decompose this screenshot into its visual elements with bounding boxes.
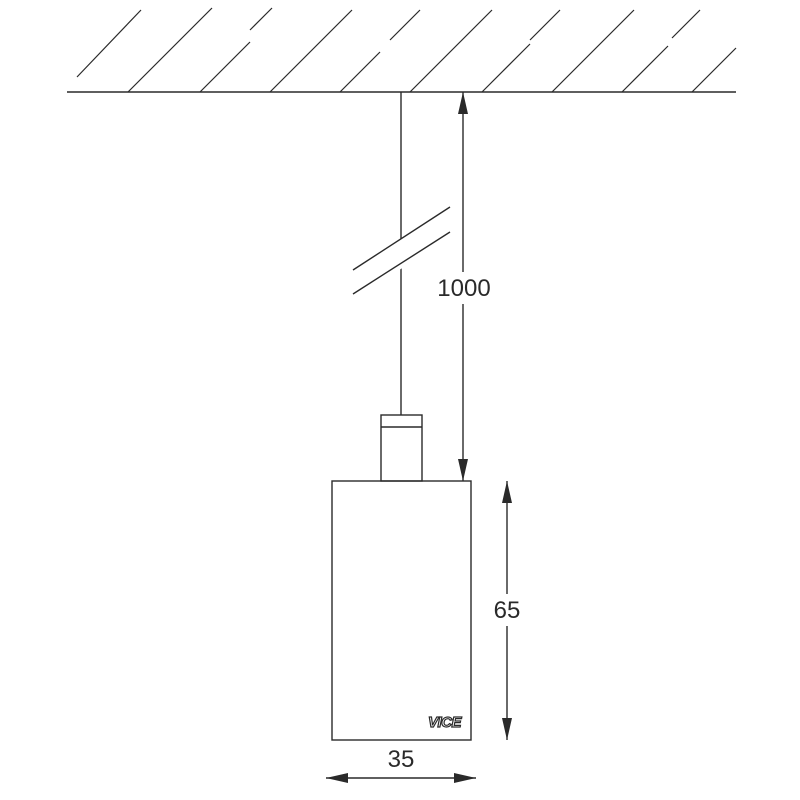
body-width-label: 35	[388, 746, 415, 773]
body-width-dimension	[326, 773, 476, 783]
ceiling-hatch	[76, 7, 737, 93]
body-height-label: 65	[494, 597, 521, 624]
body-height-dimension	[485, 481, 529, 740]
cable-break-mark	[352, 206, 451, 300]
lamp-body	[331, 480, 472, 741]
brand-logo: VICE	[428, 714, 463, 731]
cable-connector	[380, 414, 423, 482]
cable-length-label: 1000	[437, 275, 490, 302]
cable-length-dimension	[430, 92, 500, 481]
